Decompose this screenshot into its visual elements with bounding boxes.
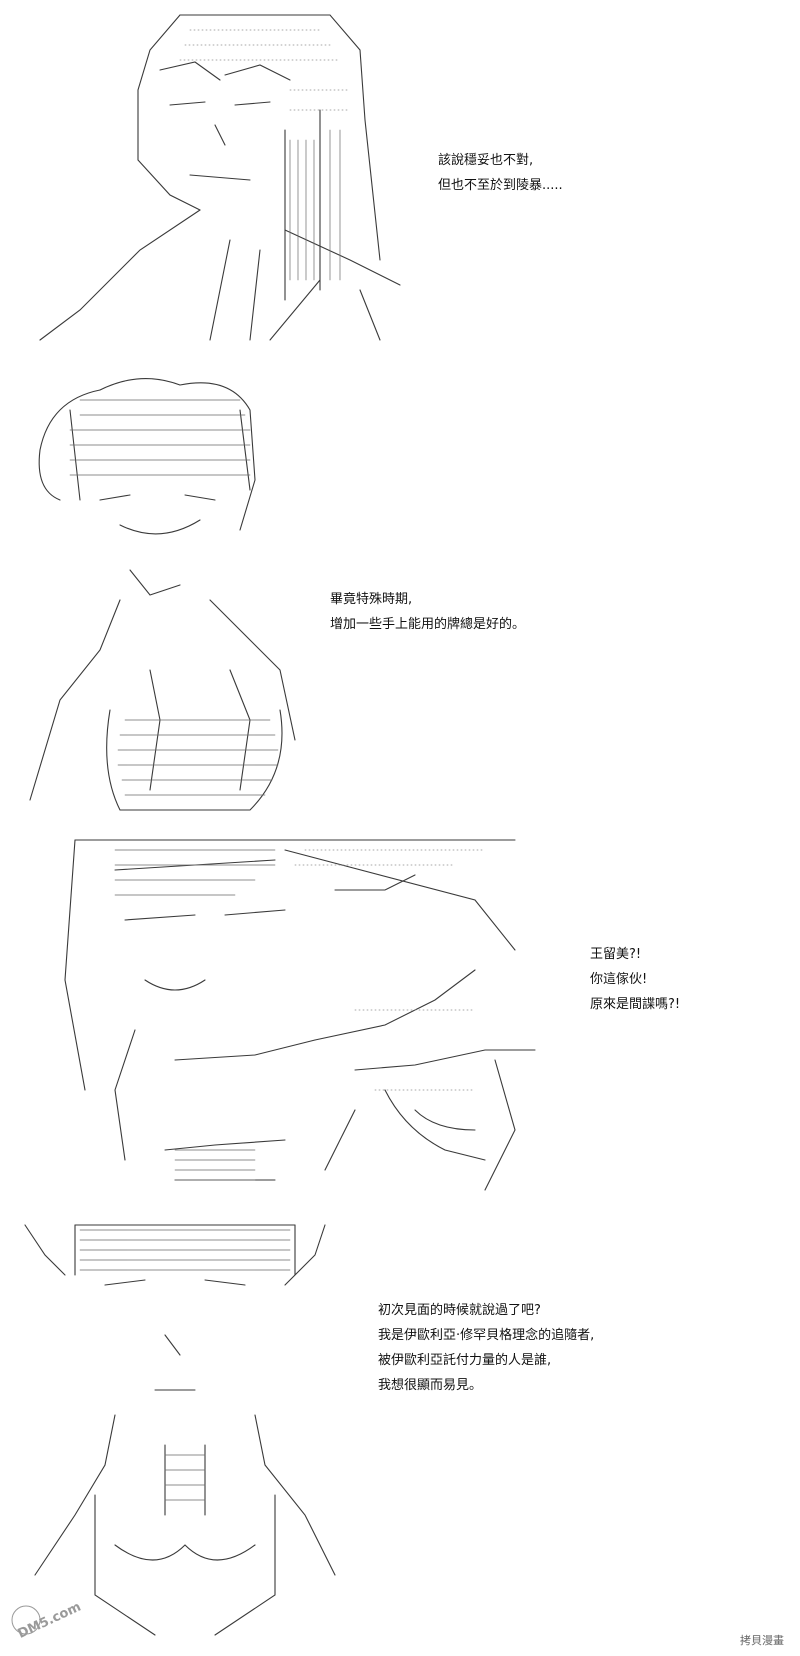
dialogue-line: 但也不至於到陵暴..... <box>438 178 563 193</box>
dialogue-box-4: 初次見面的時候就說過了吧? 我是伊歐利亞·修罕貝格理念的追隨者, 被伊歐利亞託付… <box>378 1298 594 1398</box>
ascii-art-figure-2 <box>10 370 310 815</box>
dialogue-line: 你這傢伙! <box>590 972 648 987</box>
panel-3: 王留美?! 你這傢伙! 原來是間諜嗎?! <box>0 825 800 1205</box>
dialogue-line: 畢竟特殊時期, <box>330 592 413 607</box>
panel-1: 該說穩妥也不對, 但也不至於到陵暴..... <box>0 0 800 360</box>
dialogue-line: 我是伊歐利亞·修罕貝格理念的追隨者, <box>378 1328 595 1343</box>
dialogue-line: 增加一些手上能用的牌總是好的。 <box>330 617 526 632</box>
site-watermark-text: 拷貝漫畫 <box>740 1634 784 1647</box>
dialogue-line: 初次見面的時候就說過了吧? <box>378 1303 541 1318</box>
dialogue-line: 我想很顯而易見。 <box>378 1378 483 1393</box>
dialogue-box-1: 該說穩妥也不對, 但也不至於到陵暴..... <box>438 148 563 198</box>
panel-2: 畢竟特殊時期, 增加一些手上能用的牌總是好的。 <box>0 365 800 820</box>
dialogue-box-2: 畢竟特殊時期, 增加一些手上能用的牌總是好的。 <box>330 587 525 637</box>
dialogue-line: 該說穩妥也不對, <box>438 153 534 168</box>
site-logo-watermark: DM5.com <box>8 1592 98 1642</box>
ascii-art-figure-1 <box>20 10 420 350</box>
dialogue-box-3: 王留美?! 你這傢伙! 原來是間諜嗎?! <box>590 942 680 1017</box>
ascii-art-figure-4 <box>15 1215 355 1645</box>
dialogue-line: 原來是間諜嗎?! <box>590 997 681 1012</box>
dialogue-line: 王留美?! <box>590 947 642 962</box>
ascii-art-figure-3 <box>55 830 555 1200</box>
dialogue-line: 被伊歐利亞託付力量的人是誰, <box>378 1353 552 1368</box>
panel-4: 初次見面的時候就說過了吧? 我是伊歐利亞·修罕貝格理念的追隨者, 被伊歐利亞託付… <box>0 1210 800 1656</box>
